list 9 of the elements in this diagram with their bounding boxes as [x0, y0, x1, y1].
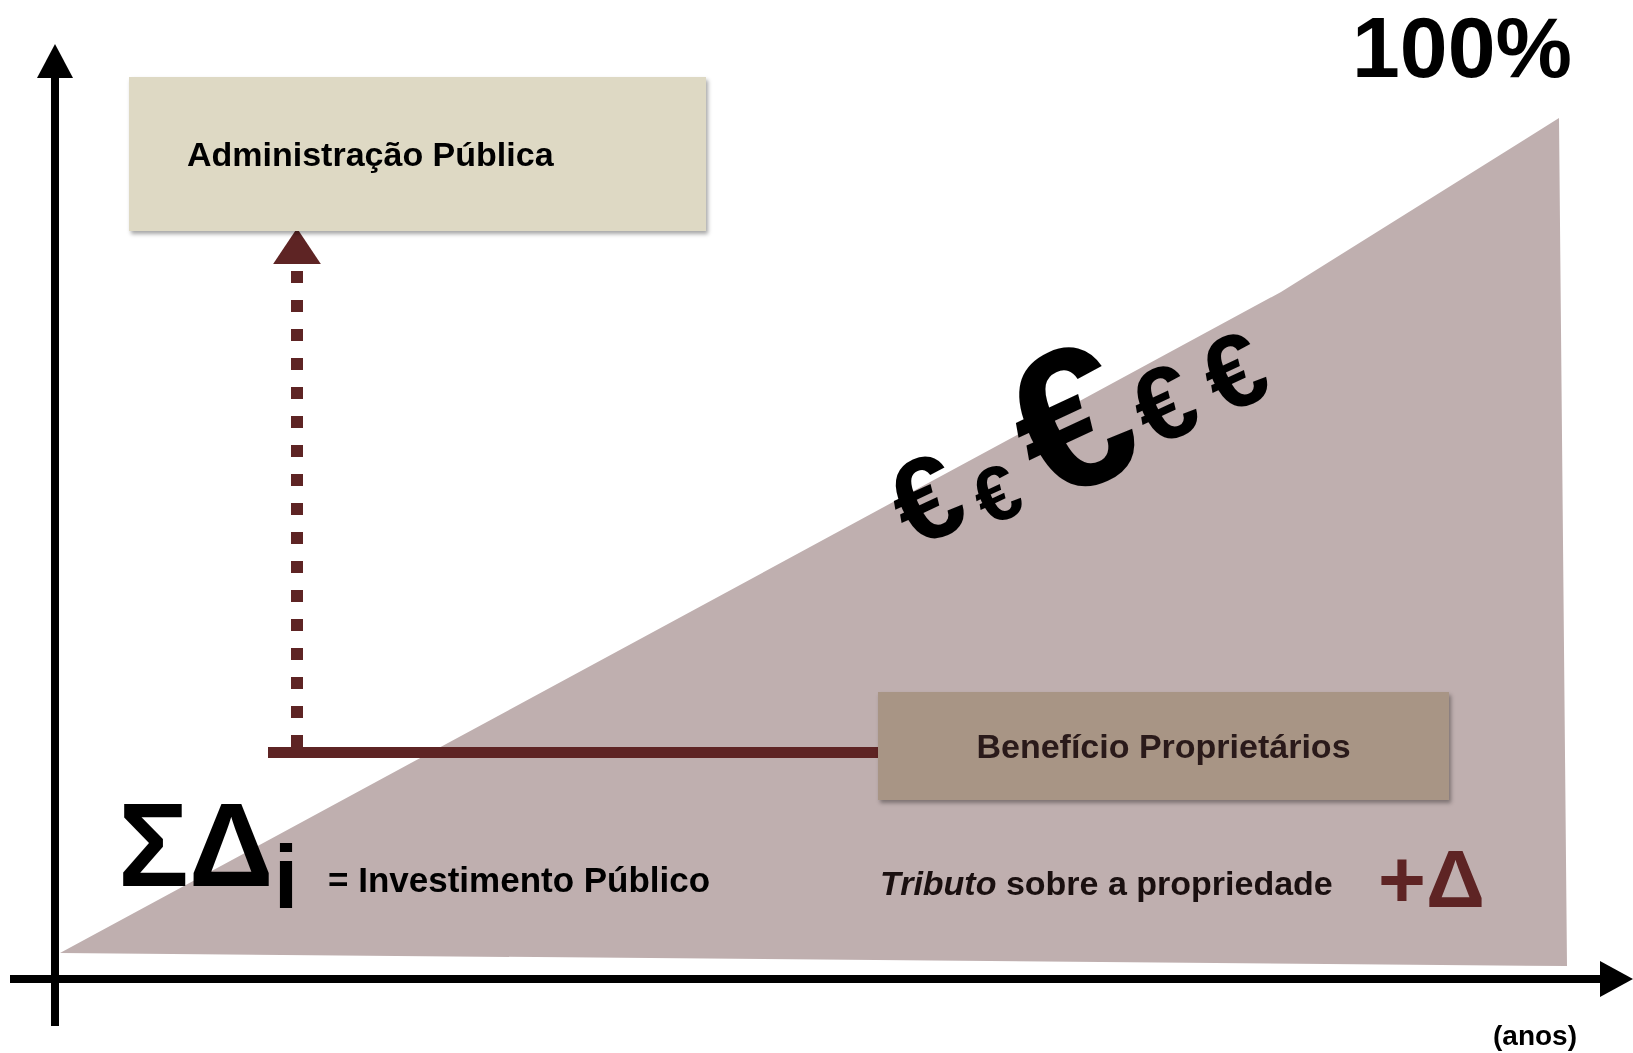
axis-label: (anos): [1493, 1022, 1577, 1050]
level-bar: [268, 747, 312, 758]
connector-line: [312, 747, 878, 758]
tax-label: Tributo sobre a propriedade: [880, 866, 1333, 900]
percent-label: 100%: [1352, 4, 1572, 90]
process-box: Benefício Proprietários: [878, 692, 1449, 800]
delta-symbol: +Δ: [1378, 838, 1485, 920]
process-box: Administração Pública: [129, 77, 706, 231]
formula-label: = Investimento Público: [328, 862, 711, 897]
